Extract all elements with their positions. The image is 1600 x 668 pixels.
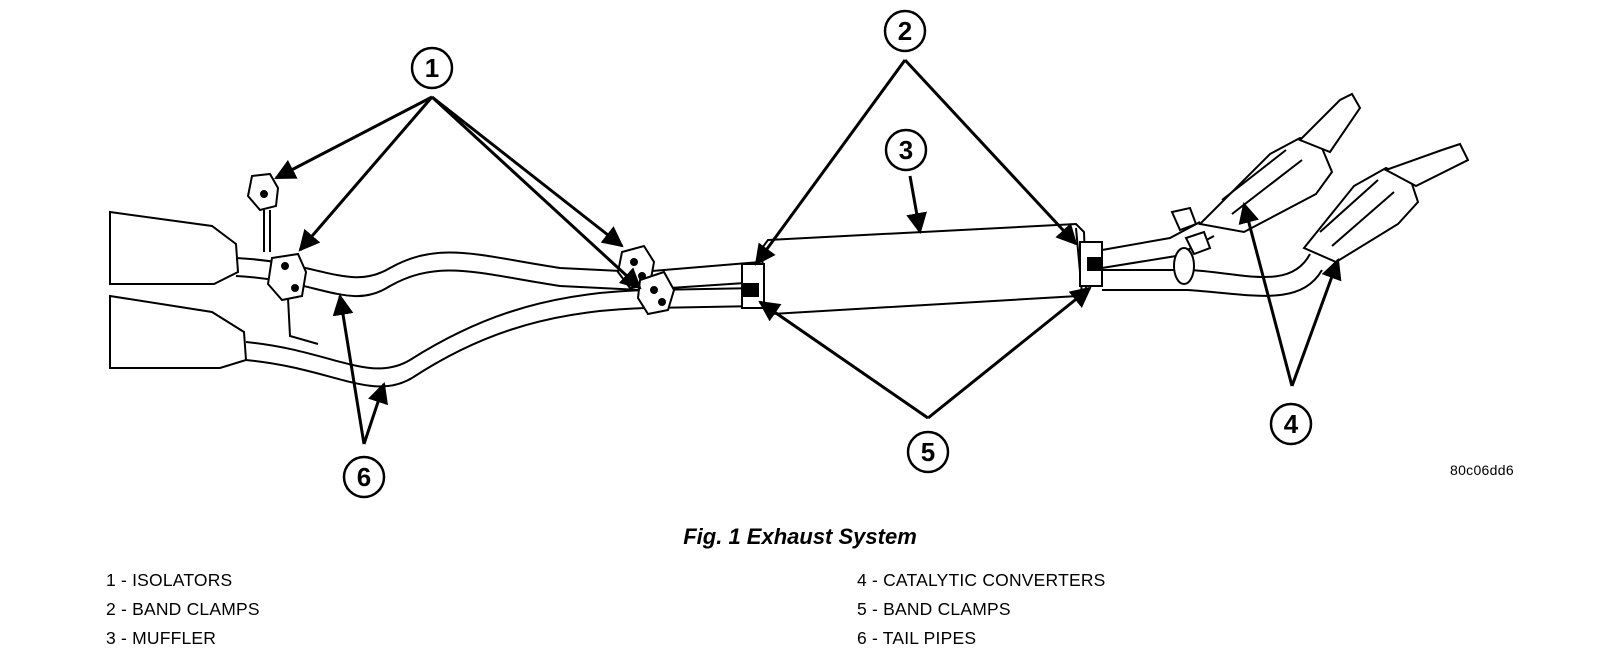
band-clamps (741, 241, 1103, 309)
legend-item: 1 - ISOLATORS (106, 570, 233, 590)
catalytic-converters (1170, 92, 1470, 285)
muffler (760, 222, 1088, 316)
callout-5: 5 (906, 430, 950, 474)
svg-text:3: 3 (899, 135, 913, 165)
callout-1: 1 (410, 46, 454, 90)
legend-item: 3 - MUFFLER (106, 628, 217, 648)
legend-item: 2 - BAND CLAMPS (106, 599, 260, 619)
figure-code: 80c06dd6 (1450, 462, 1514, 478)
callout-2: 2 (883, 9, 927, 53)
svg-text:6: 6 (357, 462, 371, 492)
front-pipes (1101, 221, 1323, 297)
callout-3: 3 (884, 128, 928, 172)
svg-text:5: 5 (921, 437, 935, 467)
legend-item: 6 - TAIL PIPES (857, 628, 977, 648)
figure-caption: Fig. 1 Exhaust System (683, 524, 917, 549)
callout-6: 6 (342, 455, 386, 499)
svg-text:1: 1 (425, 53, 439, 83)
legend-item: 4 - CATALYTIC CONVERTERS (857, 570, 1106, 590)
tail-pipe-tips (109, 210, 248, 369)
legend-item: 5 - BAND CLAMPS (857, 599, 1011, 619)
callout-4: 4 (1269, 402, 1313, 446)
lower-tail-pipe (245, 287, 761, 388)
leader-arrows (274, 58, 1342, 445)
svg-text:4: 4 (1284, 409, 1299, 439)
isolators (246, 172, 676, 345)
svg-text:2: 2 (898, 16, 912, 46)
legend-right: 4 - CATALYTIC CONVERTERS 5 - BAND CLAMPS… (857, 566, 1106, 653)
legend-left: 1 - ISOLATORS 2 - BAND CLAMPS 3 - MUFFLE… (106, 566, 260, 653)
